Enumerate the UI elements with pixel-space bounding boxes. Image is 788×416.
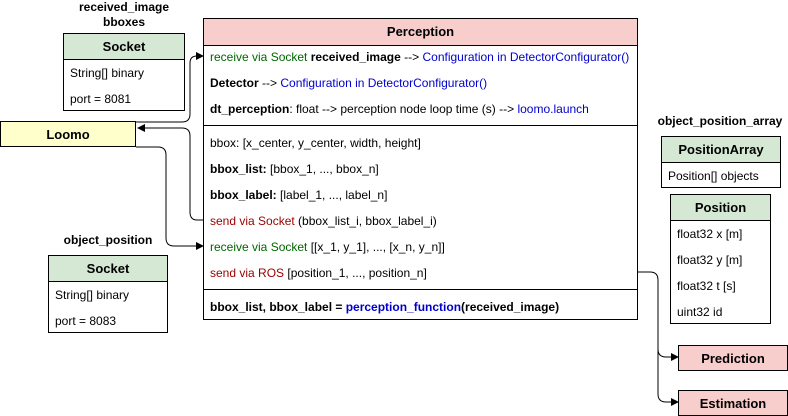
perception-row-bbox-label: bbox_label: [label_1, ..., label_n] bbox=[210, 187, 387, 203]
position-field-y: float32 y [m] bbox=[677, 253, 743, 267]
config-link: Configuration in DetectorConfigurator() bbox=[277, 76, 488, 90]
send-payload: (bbox_list_i, bbox_label_i) bbox=[294, 214, 437, 228]
perception-row-receive-positions: receive via Socket [[x_1, y_1], ..., [x_… bbox=[210, 239, 445, 255]
socket-box-8081: Socket String[] binary port = 8081 bbox=[63, 33, 185, 111]
section-divider bbox=[204, 289, 637, 290]
bbox-list-field: bbox_list: bbox=[210, 162, 267, 176]
socket-field-port: port = 8081 bbox=[70, 92, 132, 106]
config-link: Configuration in DetectorConfigurator() bbox=[419, 50, 630, 64]
edge-loomo-to-received-image bbox=[136, 52, 204, 123]
perception-row-receive-image: receive via Socket received_image --> Co… bbox=[210, 49, 629, 65]
position-field-id: uint32 id bbox=[677, 305, 723, 319]
dt-perception-field: dt_perception bbox=[210, 102, 290, 116]
prediction-node: Prediction bbox=[678, 345, 788, 371]
socket-field-binary: String[] binary bbox=[70, 66, 145, 80]
perception-row-dt: dt_perception: float --> perception node… bbox=[210, 101, 589, 117]
position-field-t: float32 t [s] bbox=[677, 279, 736, 293]
receive-payload: [[x_1, y_1], ..., [x_n, y_n]] bbox=[307, 240, 445, 254]
caption-bboxes: bboxes bbox=[102, 15, 145, 29]
position-array-title: PositionArray bbox=[662, 137, 780, 163]
function-args: (received_image) bbox=[461, 300, 560, 314]
socket-box-8083: Socket String[] binary port = 8083 bbox=[48, 255, 168, 333]
socket-title: Socket bbox=[49, 256, 167, 282]
socket-field-port: port = 8083 bbox=[55, 314, 117, 328]
socket-field-binary: String[] binary bbox=[55, 288, 130, 302]
position-box: Position float32 x [m] float32 y [m] flo… bbox=[670, 194, 771, 324]
socket-title: Socket bbox=[64, 34, 184, 60]
send-ros-payload: [position_1, ..., position_n] bbox=[284, 266, 427, 280]
send-label: send via Socket bbox=[210, 214, 295, 228]
dt-description: : float --> perception node loop time (s… bbox=[289, 102, 515, 116]
edge-ros-to-estimation bbox=[657, 349, 679, 406]
estimation-node: Estimation bbox=[678, 390, 788, 416]
function-outputs: bbox_list, bbox_label = bbox=[210, 300, 343, 314]
perception-row-bbox-list: bbox_list: [bbox_1, ..., bbox_n] bbox=[210, 161, 379, 177]
perception-row-detector: Detector --> Configuration in DetectorCo… bbox=[210, 75, 487, 91]
perception-class-box: Perception receive via Socket received_i… bbox=[203, 18, 638, 320]
function-name: perception_function bbox=[342, 300, 462, 314]
detector-field: Detector bbox=[210, 76, 259, 90]
edge-loomo-to-receive-positions bbox=[136, 146, 204, 250]
received-image-caption: received_image bboxes bbox=[63, 0, 185, 30]
receive-label: receive via Socket bbox=[210, 240, 308, 254]
receive-label: receive via Socket bbox=[210, 50, 308, 64]
position-array-field: Position[] objects bbox=[668, 169, 759, 183]
bbox-label-field: bbox_label: bbox=[210, 188, 277, 202]
received-image-field: received_image bbox=[307, 50, 401, 64]
perception-row-function: bbox_list, bbox_label = perception_funct… bbox=[210, 299, 559, 315]
loomo-node: Loomo bbox=[0, 121, 136, 147]
edge-send-bbox-to-loomo bbox=[137, 124, 203, 221]
position-array-box: PositionArray Position[] objects bbox=[661, 136, 781, 188]
perception-row-send-ros: send via ROS [position_1, ..., position_… bbox=[210, 265, 427, 281]
perception-row-send-socket: send via Socket (bbox_list_i, bbox_label… bbox=[210, 213, 437, 229]
perception-title: Perception bbox=[204, 19, 637, 46]
perception-row-bbox: bbox: [x_center, y_center, width, height… bbox=[210, 136, 421, 150]
edge-ros-to-prediction bbox=[637, 271, 679, 361]
launch-file-link: loomo.launch bbox=[514, 102, 589, 116]
arrow-text: --> bbox=[258, 76, 278, 90]
caption-object-position-array: object_position_array bbox=[657, 114, 783, 128]
caption-object-position: object_position bbox=[63, 233, 153, 247]
section-divider bbox=[204, 125, 637, 126]
bbox-list-type: [bbox_1, ..., bbox_n] bbox=[266, 162, 379, 176]
send-ros-label: send via ROS bbox=[210, 266, 285, 280]
position-field-x: float32 x [m] bbox=[677, 227, 743, 241]
caption-received-image: received_image bbox=[78, 0, 170, 14]
arrow-text: --> bbox=[400, 50, 420, 64]
position-title: Position bbox=[671, 195, 770, 221]
bbox-label-type: [label_1, ..., label_n] bbox=[276, 188, 388, 202]
